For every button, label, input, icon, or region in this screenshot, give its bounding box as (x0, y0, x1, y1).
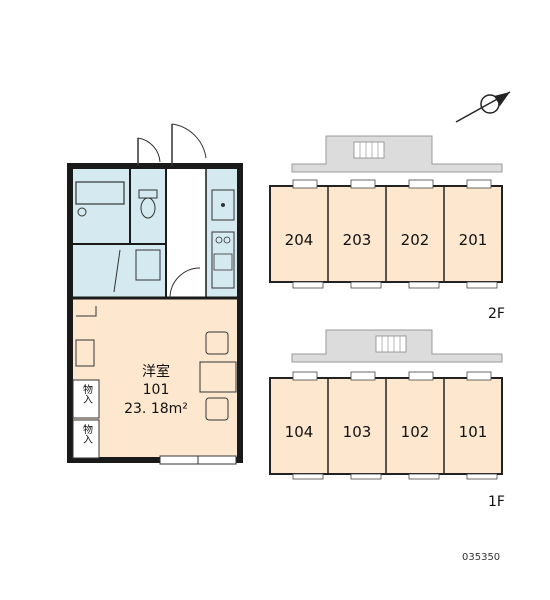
outer-wall (67, 163, 243, 463)
closet-label-2: 物入 (81, 423, 93, 444)
washroom-area (70, 244, 166, 298)
furniture (75, 306, 237, 421)
room-number-label: 101 (143, 382, 170, 398)
toilet (138, 189, 158, 219)
stairs-icon (375, 335, 407, 353)
unit-label-104: 104 (285, 423, 314, 441)
unit-label-201: 201 (459, 231, 488, 249)
unit-label-204: 204 (285, 231, 314, 249)
unit-label-101: 101 (459, 423, 488, 441)
unit-label-102: 102 (401, 423, 430, 441)
appliance-space (211, 189, 235, 221)
unit-label-103: 103 (343, 423, 372, 441)
entrance-area (166, 166, 206, 298)
room-type-label: 洋室 (142, 363, 170, 380)
kitchen-counter (211, 231, 235, 289)
room-area-label: 23. 18m² (124, 401, 188, 417)
unit-floor-plan: 物入 物入 洋室 101 23. 18m² (67, 123, 243, 465)
toilet-area (130, 166, 166, 244)
unit-label-203: 203 (343, 231, 372, 249)
floor-2f-plan: 204 203 202 201 2F (269, 135, 505, 322)
floor-label-1f: 1F (488, 494, 505, 510)
washbasin (135, 249, 161, 281)
entrance-door (137, 123, 207, 166)
bathtub (75, 181, 125, 205)
bathroom-area (70, 166, 130, 244)
floor-label-2f: 2F (488, 306, 505, 322)
stairs-icon (353, 141, 385, 159)
unit-label-202: 202 (401, 231, 430, 249)
window (159, 455, 237, 465)
closet-1 (72, 379, 100, 419)
property-code: 035350 (462, 552, 500, 563)
closet-2 (72, 419, 100, 459)
floor-1f-plan: 104 103 102 101 1F (269, 329, 505, 510)
compass-north-arrow-icon (455, 91, 511, 123)
closet-label-1: 物入 (81, 383, 93, 404)
corridor-2f (291, 135, 503, 173)
